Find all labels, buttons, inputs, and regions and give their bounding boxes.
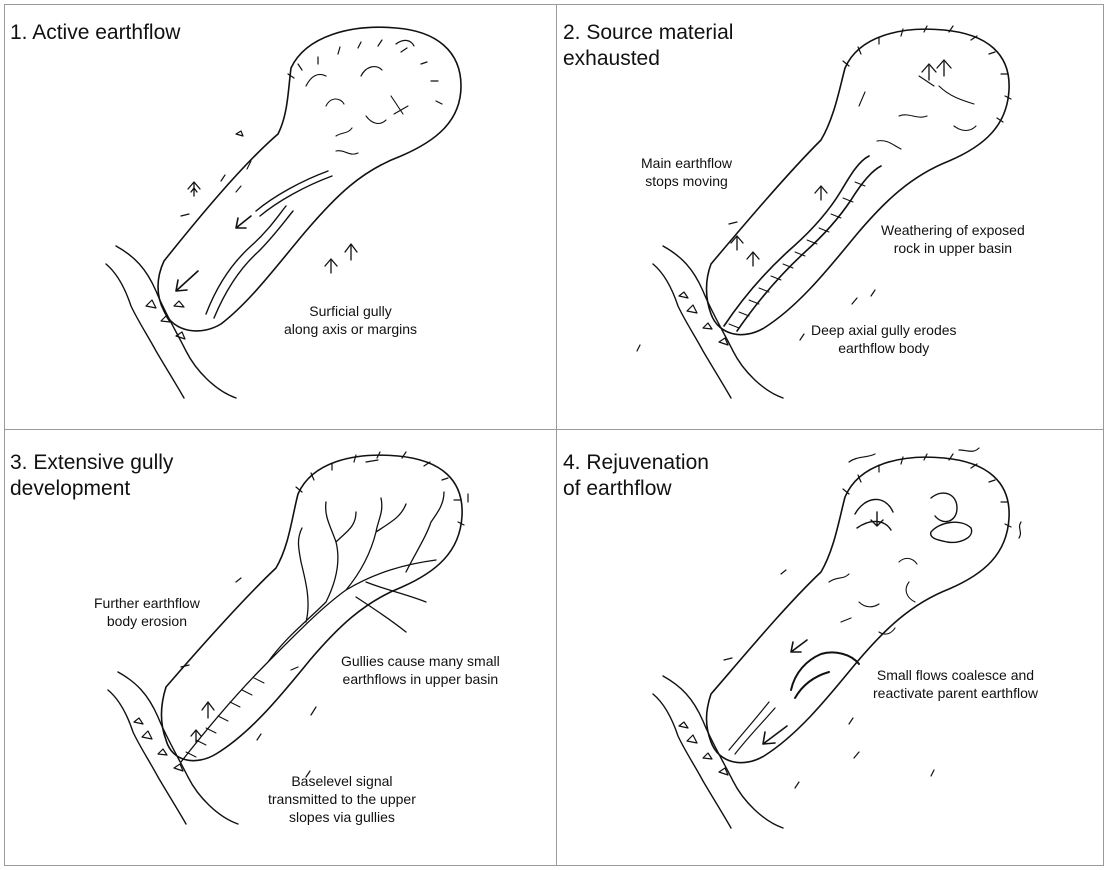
flow-arrow: [236, 216, 251, 228]
gully-hatching: [729, 702, 775, 754]
annotation-surficial-gully: Surficial gully along axis or margins: [284, 302, 417, 338]
rock-symbols: [146, 131, 243, 339]
small-flow-lobes: [855, 493, 972, 542]
panel-source-exhausted: 2. Source material exhausted Main earthf…: [559, 6, 1107, 428]
crack-lines: [859, 76, 976, 149]
panel-title: 2. Source material exhausted: [563, 20, 733, 72]
crack-lines: [236, 96, 408, 192]
flow-arrow: [176, 271, 198, 291]
gully-hatching: [186, 678, 264, 757]
scarp-marks: [843, 26, 1011, 122]
panel-divider-horizontal: [4, 429, 1104, 430]
tree-symbol: [325, 244, 357, 273]
gully-margin: [256, 171, 332, 216]
flow-arrow: [791, 640, 807, 652]
crack-lines: [829, 558, 917, 634]
scarp-marks: [843, 448, 1021, 538]
river-channel: [653, 246, 783, 398]
panel-active-earthflow: 1. Active earthflow Surficial gully alon…: [6, 6, 556, 428]
annotation-further-erosion: Further earthflow body erosion: [94, 594, 200, 630]
flow-arrow: [871, 512, 883, 526]
annotation-gullies-small-earthflows: Gullies cause many small earthflows in u…: [341, 652, 500, 688]
coalesced-flow-front: [791, 652, 859, 698]
panel-rejuvenation: 4. Rejuvenation of earthflow Small flows…: [559, 432, 1107, 854]
annotation-main-earthflow-stops: Main earthflow stops moving: [641, 154, 732, 190]
annotation-weathering-rock: Weathering of exposed rock in upper basi…: [881, 221, 1025, 257]
gully-deep-axial: [724, 156, 881, 331]
river-channel: [106, 246, 236, 398]
scarp-marks: [296, 452, 464, 525]
annotation-small-flows-coalesce: Small flows coalesce and reactivate pare…: [873, 666, 1038, 702]
river-channel: [108, 672, 238, 824]
gully-hatching: [729, 182, 865, 328]
panel-divider-vertical: [556, 4, 557, 866]
tree-symbol: [188, 182, 200, 196]
panel-gully-development: 3. Extensive gully development Further e…: [6, 432, 556, 854]
river-channel: [653, 676, 783, 828]
panel-title: 4. Rejuvenation of earthflow: [563, 450, 709, 502]
annotation-baselevel-signal: Baselevel signal transmitted to the uppe…: [268, 772, 416, 826]
earthflow-outline: [707, 457, 1010, 762]
annotation-deep-axial-gully: Deep axial gully erodes earthflow body: [811, 321, 957, 357]
dendritic-gullies: [181, 492, 444, 762]
panel-title: 1. Active earthflow: [10, 20, 180, 46]
panel-title: 3. Extensive gully development: [10, 450, 173, 502]
earthflow-sketch-1: [6, 6, 556, 428]
scarp-marks: [288, 40, 442, 104]
